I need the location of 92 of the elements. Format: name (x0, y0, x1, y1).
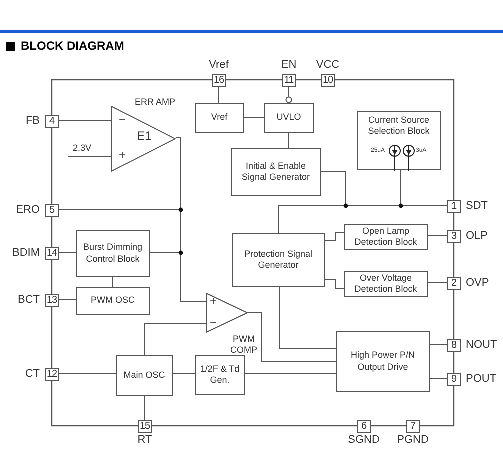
block-label: Current Source Selection Block (367, 115, 431, 138)
pin-number: 7 (410, 422, 416, 432)
pin-name: VCC (316, 60, 340, 71)
pin-name: FB (26, 116, 40, 127)
pin-box (447, 200, 461, 213)
amplifier-triangle (111, 106, 176, 172)
block-box (76, 230, 150, 277)
block-label: Vref (211, 112, 228, 124)
pin-box (447, 339, 461, 352)
amplifier-triangle (206, 293, 248, 333)
pin-name: BDIM (12, 248, 40, 259)
connector-line (428, 282, 448, 284)
connector-line (144, 396, 146, 420)
block-box (195, 355, 245, 395)
pin-number: 1 (451, 202, 457, 212)
pin-name: Vref (209, 60, 229, 71)
block-box (231, 148, 321, 196)
pin-box (447, 230, 461, 243)
input-polarity-sign: − (210, 317, 218, 329)
amplifier-label: PWM COMP (230, 334, 258, 356)
block-box (344, 224, 428, 250)
connector-line (288, 132, 290, 148)
block-label: High Power P/N Output Drive (350, 350, 416, 373)
connector-line (324, 280, 344, 290)
edge-label: 2.3V (72, 144, 93, 153)
pin-number: 8 (451, 340, 457, 350)
pin-name: CT (25, 369, 40, 380)
block-box (76, 287, 150, 315)
pin-name: OLP (466, 231, 488, 242)
connector-line (144, 324, 206, 356)
pin-name: PGND (397, 435, 429, 446)
connector-line (68, 156, 112, 158)
pin-name: OVP (466, 278, 490, 289)
pin-number: 15 (140, 422, 150, 432)
block-label: Protection Signal Generator (243, 248, 314, 272)
pin-number: 11 (284, 76, 294, 86)
connector-line (112, 276, 114, 288)
block-box (357, 111, 441, 170)
pin-box (447, 373, 461, 386)
pin-name: SGND (348, 435, 380, 446)
pin-number: 9 (451, 374, 457, 384)
block-label: Initial & Enable Signal Generator (240, 160, 312, 184)
pin-number: 4 (49, 116, 55, 126)
block-label: UVLO (276, 112, 302, 124)
pin-name: SDT (466, 201, 488, 212)
pin-number: 16 (214, 76, 224, 86)
pin-name: ERO (16, 205, 40, 216)
pin-name: NOUT (466, 340, 498, 351)
block-label: Over Voltage Detection Block (354, 272, 418, 296)
pin-number: 5 (49, 206, 55, 216)
pin-name: BCT (18, 295, 40, 306)
input-polarity-sign: − (119, 114, 126, 126)
pin-name: RT (138, 435, 152, 446)
pin-box (45, 204, 59, 217)
block-box (116, 355, 173, 396)
input-polarity-sign: + (210, 295, 218, 307)
pin-number: 13 (46, 296, 58, 306)
block-box (344, 271, 428, 297)
block-box (264, 103, 314, 133)
connector-line (286, 86, 292, 104)
connector-line (430, 378, 448, 380)
connector-line (324, 232, 344, 242)
title: BLOCK DIAGRAM (21, 38, 124, 55)
pin-box (357, 420, 371, 433)
pin-number: 10 (322, 76, 334, 86)
block-label: Open Lamp Detection Block (354, 226, 418, 248)
pin-number: 2 (451, 278, 457, 288)
block-box (195, 103, 244, 133)
pin-number: 6 (361, 422, 367, 432)
amplifier-label: ERR AMP (135, 97, 176, 108)
pin-number: 14 (46, 248, 58, 258)
pin-box (406, 420, 420, 433)
block-label: 1/2F & Td Gen. (199, 364, 241, 386)
connector-line (280, 286, 336, 350)
amplifier-name: E1 (137, 130, 152, 142)
pin-number: 12 (46, 370, 58, 380)
connector-line (58, 120, 112, 122)
connector-line (430, 344, 448, 346)
input-polarity-sign: + (119, 149, 126, 161)
block-box (232, 233, 325, 287)
connector-line (248, 312, 336, 362)
block-label: PWM OSC (91, 295, 135, 307)
pin-name: POUT (466, 374, 497, 385)
pin-name: EN (281, 60, 297, 71)
block-label: Burst Dimming Control Block (82, 242, 144, 265)
block-label: Main OSC (124, 370, 166, 382)
connector-line (58, 252, 76, 254)
block-box (336, 331, 430, 392)
pin-number: 3 (451, 232, 457, 242)
pin-box (447, 277, 461, 290)
pin-box (45, 115, 59, 128)
connector-line (218, 86, 220, 104)
